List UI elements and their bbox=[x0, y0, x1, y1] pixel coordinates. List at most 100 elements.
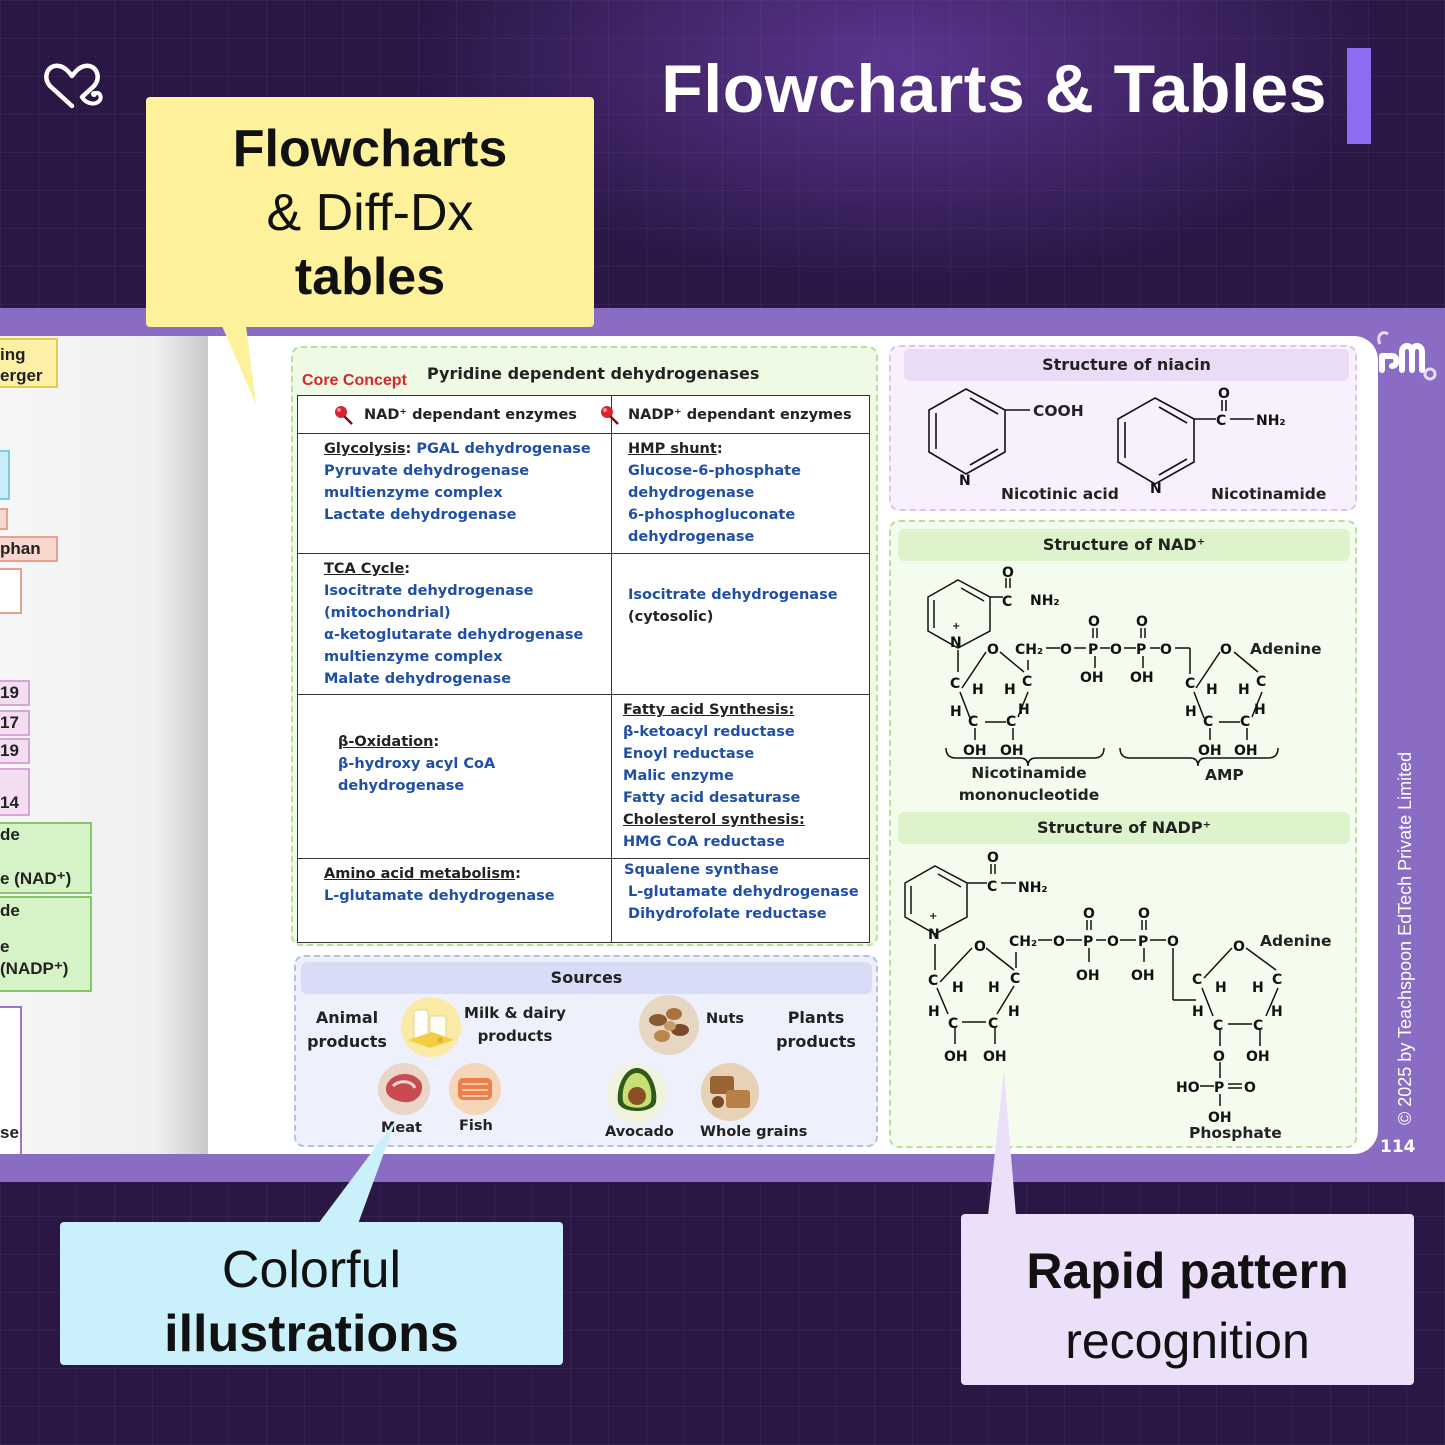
table-line: L-glutamate dehydrogenase bbox=[324, 888, 555, 904]
table-line: Isocitrate dehydrogenase bbox=[324, 583, 534, 599]
svg-text:H: H bbox=[1018, 702, 1030, 718]
svg-text:H: H bbox=[952, 980, 964, 996]
svg-text:CH₂: CH₂ bbox=[1015, 642, 1043, 658]
table-cell: Glycolysis: PGAL dehydrogenase Pyruvate … bbox=[296, 433, 613, 554]
milk-dairy-illustration-icon bbox=[401, 997, 461, 1057]
page-heading: Flowcharts & Tables bbox=[661, 51, 1327, 127]
left-page-fragment: de bbox=[0, 825, 20, 844]
table-line: Malate dehydrogenase bbox=[324, 671, 512, 687]
svg-text:O: O bbox=[974, 939, 986, 955]
svg-text:OH: OH bbox=[963, 743, 987, 759]
page-number: 114 bbox=[1380, 1137, 1416, 1157]
table-line: α-ketoglutarate dehydrogenase bbox=[324, 627, 584, 643]
svg-text:O: O bbox=[1220, 642, 1232, 658]
amp-label: AMP bbox=[1205, 766, 1244, 784]
svg-text:O: O bbox=[1138, 906, 1150, 922]
svg-text:C: C bbox=[948, 1016, 958, 1032]
colorful-illustrations-callout: Colorful illustrations bbox=[60, 1222, 563, 1365]
callout-line: Flowcharts bbox=[232, 120, 508, 178]
svg-text:O: O bbox=[1167, 934, 1179, 950]
svg-text:H: H bbox=[1271, 1004, 1283, 1020]
adenine-label-nadp: Adenine bbox=[1260, 932, 1332, 950]
left-page-box bbox=[0, 568, 22, 614]
left-page: ing erger phan 19 17 19 14 de e (NAD⁺) d… bbox=[0, 336, 208, 1154]
table-line: multienzyme complex bbox=[324, 649, 503, 665]
svg-text:C: C bbox=[1203, 714, 1213, 730]
table-line: (mitochondrial) bbox=[324, 605, 451, 621]
svg-text:OH: OH bbox=[1246, 1049, 1270, 1065]
svg-text:+: + bbox=[952, 621, 960, 632]
svg-text:O: O bbox=[1083, 906, 1095, 922]
svg-text:O: O bbox=[1088, 614, 1100, 630]
svg-text:O: O bbox=[1233, 939, 1245, 955]
avocado-illustration-icon bbox=[607, 1063, 667, 1123]
table-line: multienzyme complex bbox=[324, 485, 503, 501]
svg-text:NH₂: NH₂ bbox=[1256, 413, 1286, 429]
core-concept-label: Core Concept bbox=[302, 372, 407, 389]
svg-text:OH: OH bbox=[1131, 968, 1155, 984]
svg-text:O: O bbox=[1002, 565, 1014, 581]
sources-title: Sources bbox=[301, 962, 872, 994]
svg-text:OH: OH bbox=[983, 1049, 1007, 1065]
table-line: Malic enzyme bbox=[623, 768, 734, 784]
table-line: HMP shunt: bbox=[628, 441, 723, 457]
stethoscope-watermark-icon bbox=[1377, 331, 1437, 381]
fish-label: Fish bbox=[459, 1118, 493, 1134]
whole-grains-illustration-icon bbox=[701, 1063, 759, 1121]
table-line: Cholesterol synthesis: bbox=[623, 812, 805, 828]
table-line: L-glutamate dehydrogenase bbox=[628, 884, 859, 900]
left-page-box bbox=[0, 450, 10, 500]
stethoscope-heart-logo-icon bbox=[44, 63, 103, 109]
svg-text:P: P bbox=[1088, 642, 1098, 658]
svg-text:P: P bbox=[1083, 934, 1093, 950]
table-cell: Squalene synthase L-glutamate dehydrogen… bbox=[611, 858, 870, 943]
avocado-label: Avocado bbox=[605, 1124, 674, 1140]
svg-text:H: H bbox=[928, 1004, 940, 1020]
svg-text:N: N bbox=[928, 927, 940, 943]
table-line: Pyruvate dehydrogenase bbox=[324, 463, 530, 479]
svg-text:H: H bbox=[1004, 682, 1016, 698]
pushpin-icon bbox=[601, 406, 619, 425]
svg-text:O: O bbox=[1053, 934, 1065, 950]
svg-text:N: N bbox=[959, 473, 971, 489]
nad-structure bbox=[927, 578, 1279, 767]
svg-text:OH: OH bbox=[1198, 743, 1222, 759]
callout-line: Rapid pattern bbox=[1026, 1243, 1349, 1299]
table-line: Lactate dehydrogenase bbox=[324, 507, 517, 523]
svg-text:OH: OH bbox=[1076, 968, 1100, 984]
nad-title-band bbox=[898, 529, 1350, 561]
nadp-structure bbox=[904, 864, 1279, 1106]
svg-text:OH: OH bbox=[1208, 1110, 1232, 1126]
left-page-fragment: se bbox=[0, 1006, 22, 1154]
svg-text:HO: HO bbox=[1176, 1080, 1200, 1096]
svg-text:C: C bbox=[1253, 1018, 1263, 1034]
table-line: Amino acid metabolism: bbox=[324, 866, 521, 882]
pushpin-icon bbox=[335, 406, 353, 425]
svg-text:O: O bbox=[1107, 934, 1119, 950]
table-line: Glycolysis: PGAL dehydrogenase bbox=[324, 441, 591, 457]
svg-text:P: P bbox=[1136, 642, 1146, 658]
callout-line: recognition bbox=[1065, 1313, 1310, 1369]
rapid-pattern-callout: Rapid pattern recognition bbox=[961, 1214, 1414, 1385]
nicotinamide-label: Nicotinamide bbox=[1211, 485, 1327, 503]
svg-text:CH₂: CH₂ bbox=[1009, 934, 1037, 950]
left-page-box bbox=[0, 508, 8, 530]
table-line: HMG CoA reductase bbox=[623, 834, 785, 850]
svg-text:C: C bbox=[928, 973, 938, 989]
left-page-fragment: de bbox=[0, 901, 20, 920]
table-line: (cytosolic) bbox=[628, 609, 714, 625]
callout-line: Colorful bbox=[221, 1241, 402, 1299]
svg-text:O: O bbox=[1110, 642, 1122, 658]
svg-text:O: O bbox=[1218, 386, 1230, 402]
nad-title: Structure of NAD⁺ bbox=[1042, 535, 1206, 554]
svg-text:N: N bbox=[950, 635, 962, 651]
svg-text:C: C bbox=[1192, 972, 1202, 988]
heading-accent-bar bbox=[1347, 48, 1371, 144]
table-line: Squalene synthase bbox=[624, 862, 779, 878]
table-line: Fatty acid Synthesis: bbox=[623, 702, 795, 718]
svg-text:C: C bbox=[1185, 676, 1195, 692]
svg-text:OH: OH bbox=[944, 1049, 968, 1065]
